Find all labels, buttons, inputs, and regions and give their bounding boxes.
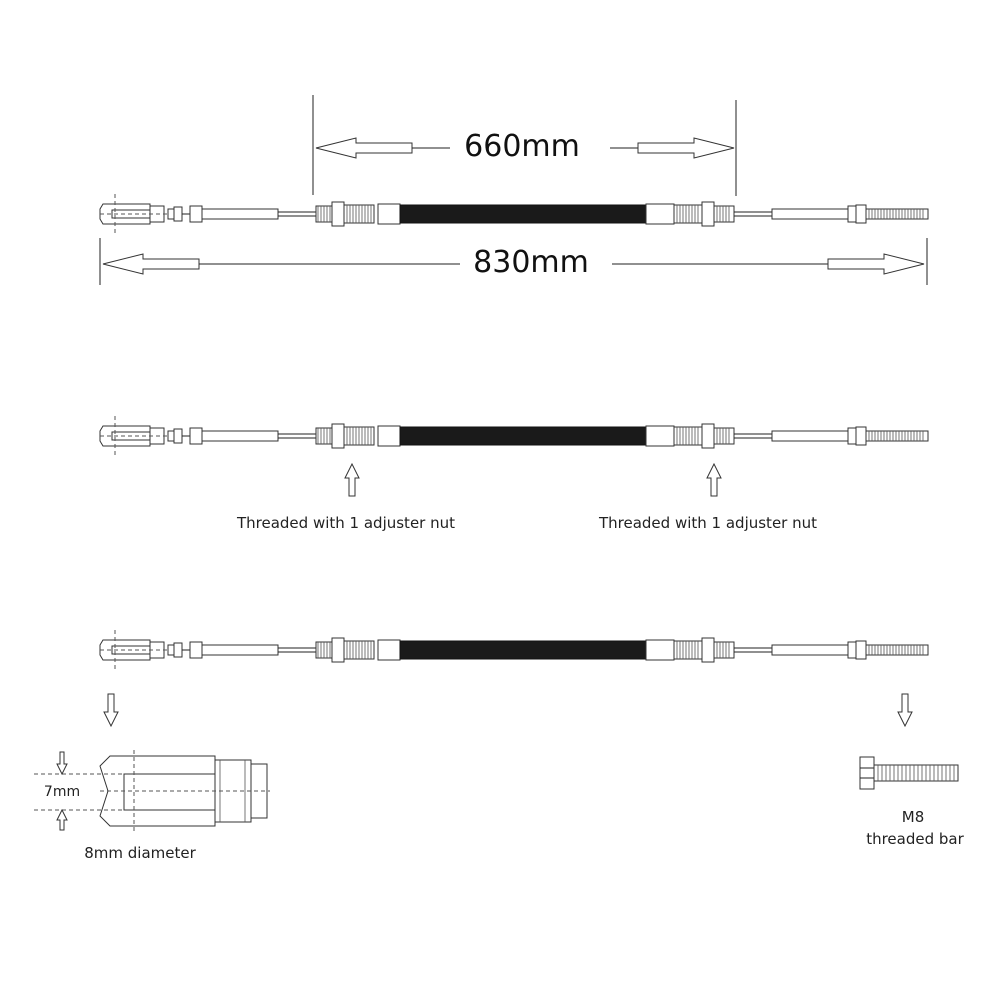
dimension-660: 660mm: [312, 95, 737, 196]
left-adjuster-callout: Threaded with 1 adjuster nut: [236, 463, 455, 532]
clevis-caption: 8mm diameter: [84, 844, 196, 862]
threaded-bar-detail: M8 threaded bar: [859, 756, 965, 848]
cable-assembly-top: [99, 193, 929, 235]
dimension-830: 830mm: [99, 238, 928, 285]
clevis-gap-label: 7mm: [44, 784, 80, 800]
left-adjuster-label: Threaded with 1 adjuster nut: [236, 514, 455, 532]
overall-length-label: 830mm: [473, 245, 589, 280]
clevis-detail: 7mm 8mm diameter: [34, 750, 270, 862]
inner-length-label: 660mm: [464, 129, 580, 164]
right-adjuster-label: Threaded with 1 adjuster nut: [598, 514, 817, 532]
bar-caption-size: M8: [902, 808, 925, 826]
cable-assembly-middle: [99, 415, 929, 457]
clevis-detail-arrow: [103, 693, 119, 727]
right-adjuster-callout: Threaded with 1 adjuster nut: [598, 463, 817, 532]
bar-caption-type: threaded bar: [866, 830, 964, 848]
cable-assembly-bottom: [99, 629, 929, 671]
bar-detail-arrow: [897, 693, 913, 727]
